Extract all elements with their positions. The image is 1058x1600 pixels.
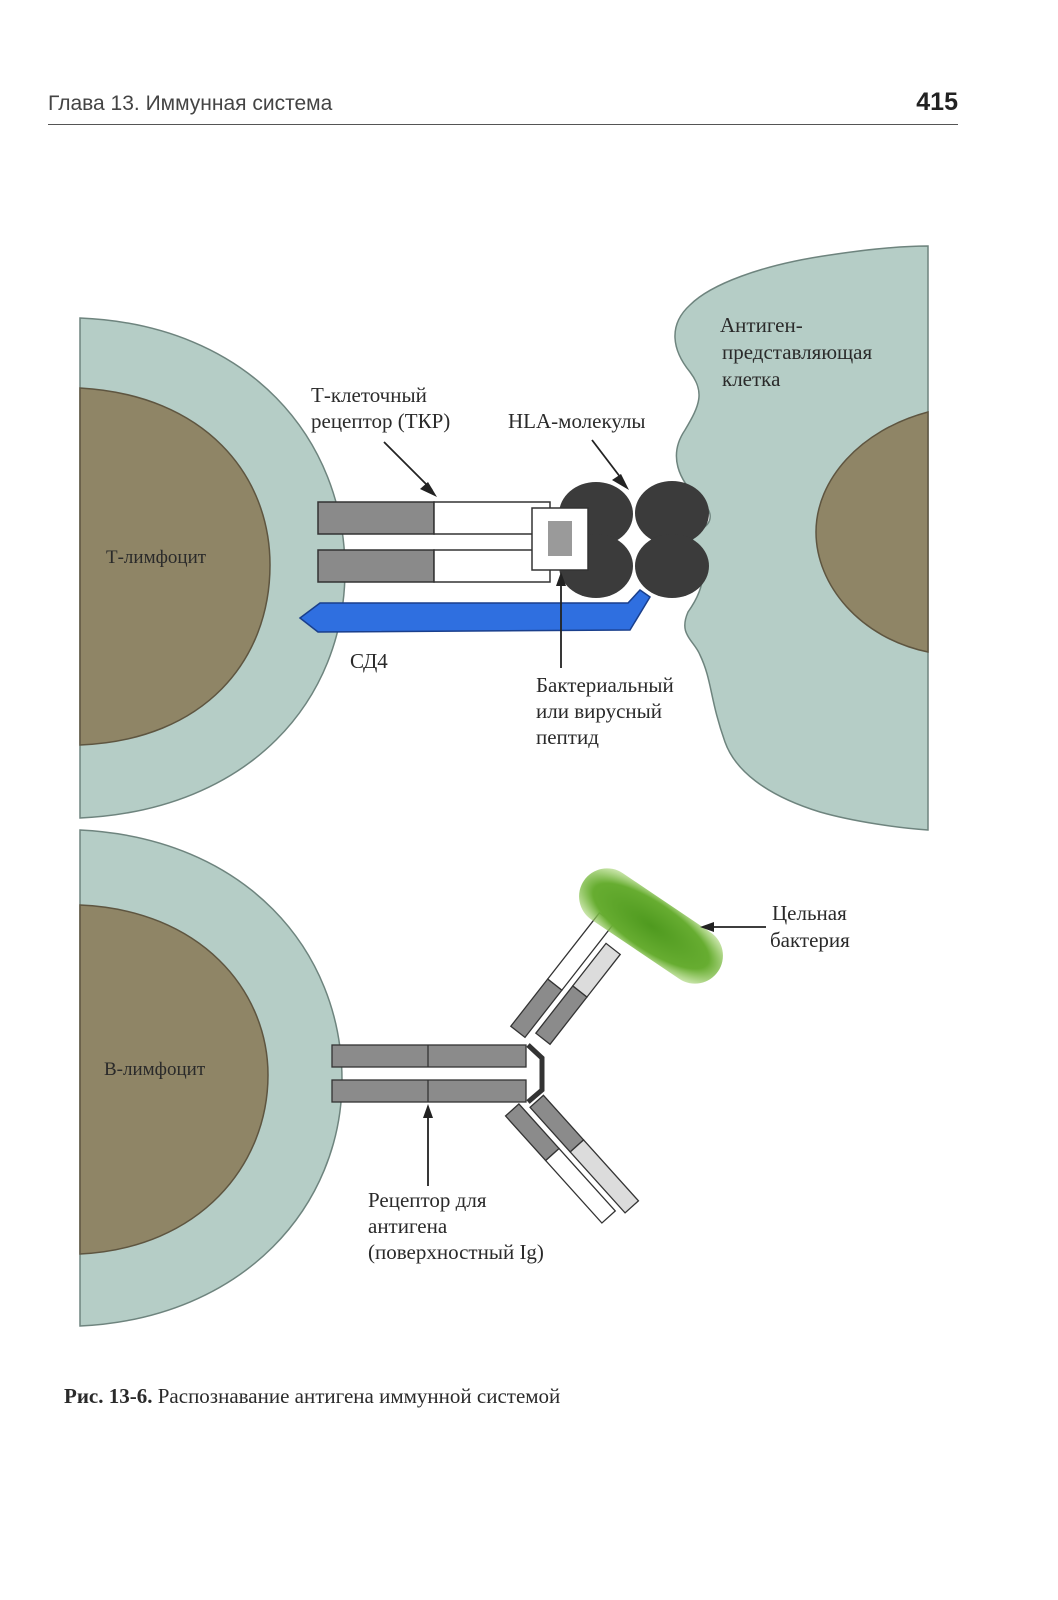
b-lymphocyte-label: В-лимфоцит [104,1059,206,1080]
bacterium-label-line-2: бактерия [770,928,850,952]
bacterium-label-line-1: Цельная [772,901,847,925]
receptor-label-line-1: Рецептор для [368,1188,487,1212]
t-lymphocyte-label: Т-лимфоцит [106,547,207,568]
cd4-label: СД4 [350,649,388,673]
tcr-pointer-arrow [383,441,437,497]
peptide-core [548,521,572,556]
peptide-label-line-3: пептид [536,725,599,749]
bacterium-pointer-arrow [700,922,766,932]
tcr-label-line-2: рецептор (ТКР) [311,409,450,433]
surface-ig-receptor [331,911,640,1224]
hla-pointer-arrow [591,439,629,490]
ig-stem-upper [331,1044,527,1068]
peptide [531,507,589,571]
ig-lower-heavy-light [569,1138,640,1214]
t-lymphocyte-cell: Т-лимфоцит [79,317,346,819]
peptide-label-line-1: Бактериальный [536,673,674,697]
ig-upper-arm [509,911,622,1046]
chapter-title: Глава 13. Иммунная система [48,92,333,115]
tcr-chain-upper-dark [317,501,435,535]
t-lymphocyte-nucleus [79,387,271,746]
figure-caption: Рис. 13-6. Распознавание антигена иммунн… [64,1384,560,1409]
antigen-presenting-cell: Антиген- представляющая клетка [674,245,929,831]
tcr-label-line-1: Т-клеточный [311,383,427,407]
t-cell-receptor [317,501,551,583]
b-lymphocyte-cell: В-лимфоцит [79,829,343,1327]
apc-nucleus [815,411,929,653]
ig-hinge [526,1043,545,1104]
hla-label: HLA-молекулы [508,409,646,433]
page-number: 415 [916,88,958,116]
ig-stem-lower [331,1079,527,1103]
cd4-molecule [298,589,652,633]
receptor-label-line-3: (поверхностный Ig) [368,1240,544,1264]
peptide-pointer-arrow [556,572,566,668]
apc-label-line-2: представляющая [722,340,872,364]
peptide-label-line-2: или вирусный [536,699,662,723]
tcr-chain-lower-light [433,549,551,583]
apc-label-line-3: клетка [722,367,781,391]
ig-upper-light-light [571,942,622,998]
bacterium-body [579,868,723,984]
ig-lower-arm [504,1094,640,1224]
hla-molecule-4 [635,534,709,598]
running-head: Глава 13. Иммунная система 415 [48,88,958,125]
ig-lower-light-light [544,1147,617,1224]
tcr-chain-upper-light [433,501,551,535]
tcr-chain-lower-dark [317,549,435,583]
apc-label-line-1: Антиген- [720,313,803,337]
receptor-pointer-arrow [423,1104,433,1186]
caption-number: Рис. 13-6. [64,1384,153,1408]
b-lymphocyte-nucleus [79,904,269,1255]
bacterium [579,868,723,984]
hla-molecule-3 [635,481,709,545]
caption-text: Распознавание антигена иммунной системой [157,1384,561,1408]
receptor-label-line-2: антигена [368,1214,448,1238]
